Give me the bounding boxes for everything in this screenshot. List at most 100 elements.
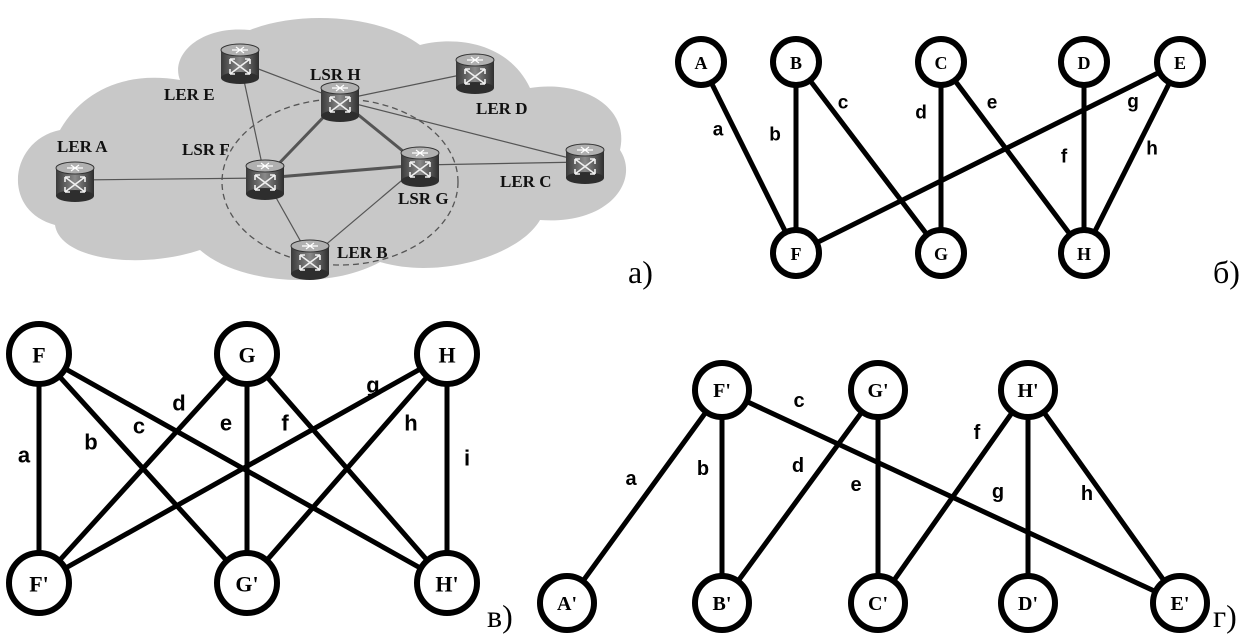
network-link (419, 161, 586, 166)
panel-caption-c: в) (487, 598, 513, 634)
node-label: A' (557, 593, 577, 615)
node-label: E (1174, 53, 1186, 73)
edge-a (564, 388, 725, 605)
edge-label-c: c (838, 93, 849, 114)
edge-label-e: e (220, 411, 232, 436)
router-icon (565, 143, 605, 184)
edge-label-g: g (366, 373, 379, 398)
node-label: E' (1171, 593, 1190, 615)
edge-label-d: d (915, 103, 927, 124)
edge-label-a: a (713, 120, 724, 141)
edge-label-e: e (987, 93, 998, 114)
node-label: C (935, 53, 948, 73)
edge-label-f: f (974, 422, 981, 444)
node-g-prime: G' (848, 360, 908, 420)
device-lsr-h: LSR H (310, 65, 361, 122)
node-label: F (791, 244, 802, 264)
node-a-prime: A' (537, 573, 597, 633)
panel-caption-d: г) (1213, 598, 1237, 634)
node-label: B (790, 53, 802, 73)
edge-label-h: h (1146, 139, 1158, 160)
network-devices: LER E LSR H LER D LER A LSR F LER C LSR G LER B (55, 43, 605, 280)
panel-captions: а) б) в) г) (487, 254, 1240, 634)
edge-label-d: d (172, 391, 185, 416)
node-a: A (675, 36, 727, 88)
edge-label-h: h (404, 411, 417, 436)
node-f-prime: F' (6, 550, 72, 616)
edge-label-d: d (792, 455, 804, 477)
edge-h (1025, 388, 1183, 605)
edges (36, 351, 450, 586)
node-label: D (1078, 53, 1091, 73)
edge-c (794, 60, 943, 255)
edge-label-c: c (793, 390, 804, 412)
device-label: LER A (57, 137, 108, 156)
device-label: LER C (500, 172, 551, 191)
node-label: H' (435, 572, 458, 597)
edge-label-a: a (625, 468, 637, 490)
node-c-prime: C' (848, 573, 908, 633)
node-label: H' (1017, 380, 1038, 402)
node-label: G' (867, 380, 888, 402)
node-label: F' (29, 572, 49, 597)
node-label: G (934, 244, 948, 264)
node-f: F (6, 321, 72, 387)
edges (564, 387, 1183, 606)
panel-a-network: LER E LSR H LER D LER A LSR F LER C LSR G LER B (17, 17, 627, 281)
node-d-prime: D' (998, 573, 1058, 633)
node-h-prime: H' (414, 550, 480, 616)
device-label: LSR H (310, 65, 361, 84)
node-h-prime: H' (998, 360, 1058, 420)
node-g: G (214, 321, 280, 387)
edge-label-h: h (1081, 483, 1093, 505)
edge-g (794, 59, 1182, 256)
device-lsr-g: LSR G (398, 146, 449, 208)
edge-label-c: c (133, 414, 145, 439)
panel-caption-a: а) (628, 254, 653, 290)
router-icon (400, 146, 440, 187)
device-ler-c: LER C (500, 143, 605, 191)
edge-label-b: b (769, 125, 781, 146)
edge-label-b: b (697, 458, 709, 480)
edges (698, 59, 1183, 256)
network-link (264, 163, 421, 180)
edge-d (719, 388, 881, 605)
edge-label-g: g (992, 481, 1004, 503)
edge-label-f: f (281, 411, 289, 436)
node-e: E (1154, 36, 1206, 88)
router-icon (455, 53, 495, 94)
device-ler-b: LER B (290, 239, 388, 280)
device-ler-d: LER D (455, 53, 527, 118)
edge-h (245, 352, 449, 585)
node-e-prime: E' (1150, 573, 1210, 633)
edge-f (875, 388, 1031, 605)
device-ler-e: LER E (164, 43, 260, 104)
node-c: C (915, 36, 967, 88)
node-f: F (770, 227, 822, 279)
edge-label-i: i (464, 446, 470, 471)
node-g-prime: G' (214, 550, 280, 616)
device-label: LER B (337, 243, 388, 262)
node-label: G' (235, 572, 258, 597)
edge-d (37, 352, 249, 585)
edge-labels: a b c d e f g h (713, 92, 1158, 168)
panel-caption-b: б) (1213, 254, 1240, 290)
router-icon (245, 159, 285, 200)
edge-a (698, 60, 799, 255)
node-d: D (1058, 36, 1110, 88)
network-link (74, 177, 266, 181)
nodes: F'G'H'A'B'C'D'E' (537, 360, 1210, 633)
core-boundary (221, 98, 459, 266)
node-label: A (695, 53, 708, 73)
node-b: B (770, 36, 822, 88)
edge-label-f: f (1061, 147, 1068, 168)
router-icon (55, 161, 95, 202)
edge-label-g: g (1127, 92, 1139, 113)
device-lsr-f: LSR F (182, 140, 285, 200)
device-label: LER D (476, 99, 527, 118)
